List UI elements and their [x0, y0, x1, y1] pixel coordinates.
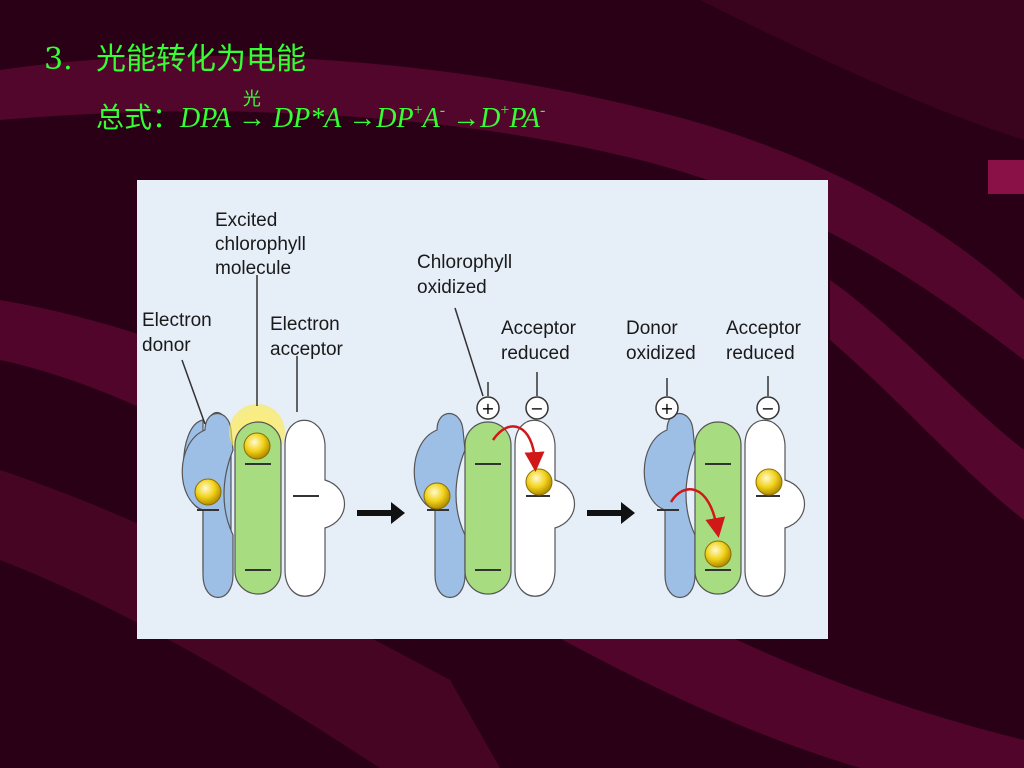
label-acc-red1-l2: reduced: [501, 343, 570, 364]
label-acceptor-l1: Electron: [270, 314, 340, 335]
sup-minus-2: -: [539, 101, 546, 119]
transfer-arrow-3: [669, 488, 726, 538]
panel-3: + − Donor oxidized Acceptor reduced: [626, 318, 806, 599]
arrow-3: →: [452, 103, 481, 134]
formula-term-pa: PA: [509, 103, 540, 134]
donor-pointer-1: [181, 359, 206, 425]
plus-sign-3: +: [660, 399, 673, 418]
formula-term-dpstar-a: DP*A: [272, 103, 342, 134]
electron-2a: [423, 482, 451, 510]
electron-3b: [755, 468, 783, 496]
chlorophyll-rect-3: [694, 421, 742, 595]
formula-term-dpa: DPA: [180, 103, 231, 134]
step-arrow-1: [357, 502, 405, 524]
minus-sign-3: −: [761, 399, 774, 418]
label-donor-l2: donor: [142, 335, 191, 356]
formula-prefix: 总式：: [96, 101, 181, 134]
electron-1b: [243, 432, 271, 460]
label-excited-l3: molecule: [215, 258, 291, 279]
label-donor-ox-l2: oxidized: [626, 343, 696, 364]
sup-plus-1: +: [413, 101, 423, 119]
label-acc-red2-l2: reduced: [726, 343, 795, 364]
label-donor-ox-l1: Donor: [626, 318, 678, 339]
light-arrow: 光→: [237, 89, 266, 135]
minus-charge-2: [525, 396, 549, 420]
arrow-1: →: [237, 103, 266, 134]
sup-minus-1: -: [439, 101, 446, 119]
plus-sign-2: +: [481, 399, 494, 418]
label-donor-l1: Electron: [142, 310, 212, 331]
label-chl-ox-l1: Chlorophyll: [417, 252, 512, 273]
electron-3a: [704, 540, 732, 568]
light-label: 光: [242, 89, 261, 110]
formula-term-a: A: [422, 103, 440, 134]
step-arrow-2: [587, 502, 635, 524]
heading-title: 光能转化为电能: [96, 42, 306, 77]
label-chl-ox-l2: oxidized: [417, 277, 487, 298]
minus-charge-3: [756, 396, 780, 420]
transfer-arrow-2: [491, 425, 545, 472]
minus-sign-2: −: [530, 399, 543, 418]
donor-body-1: [181, 413, 234, 599]
acceptor-shape-1: [284, 419, 346, 597]
label-acc-red1-l1: Acceptor: [501, 318, 577, 339]
panel-2: + − Chlorophyll oxidized Acceptor reduce…: [413, 252, 577, 599]
overall-formula: 总式：DPA 光→ DP*A →DP+A- →D+PA-: [96, 89, 546, 136]
formula-term-d: D: [480, 103, 501, 134]
arrow-2: →: [348, 103, 377, 134]
chlorophyll-rect-2: [464, 421, 512, 595]
label-acceptor-l2: acceptor: [270, 339, 344, 360]
electron-1a: [194, 478, 222, 506]
panel-1: Excited chlorophyll molecule Electron do…: [142, 210, 346, 599]
formula-term-dp: DP: [376, 103, 414, 134]
sup-plus-2: +: [500, 101, 510, 119]
label-excited-l2: chlorophyll: [215, 234, 306, 255]
slide-heading: 3. 光能转化为电能: [44, 34, 306, 78]
label-acc-red2-l1: Acceptor: [726, 318, 802, 339]
chl-ox-pointer: [454, 307, 484, 397]
acceptor-shape-3: [744, 419, 806, 597]
label-excited-l1: Excited: [215, 210, 277, 231]
heading-number: 3.: [44, 42, 73, 77]
plus-charge-3: [655, 396, 679, 420]
plus-charge-2: [476, 396, 500, 420]
electron-2b: [525, 468, 553, 496]
photosynthesis-electron-transfer-diagram: Excited chlorophyll molecule Electron do…: [137, 180, 828, 639]
